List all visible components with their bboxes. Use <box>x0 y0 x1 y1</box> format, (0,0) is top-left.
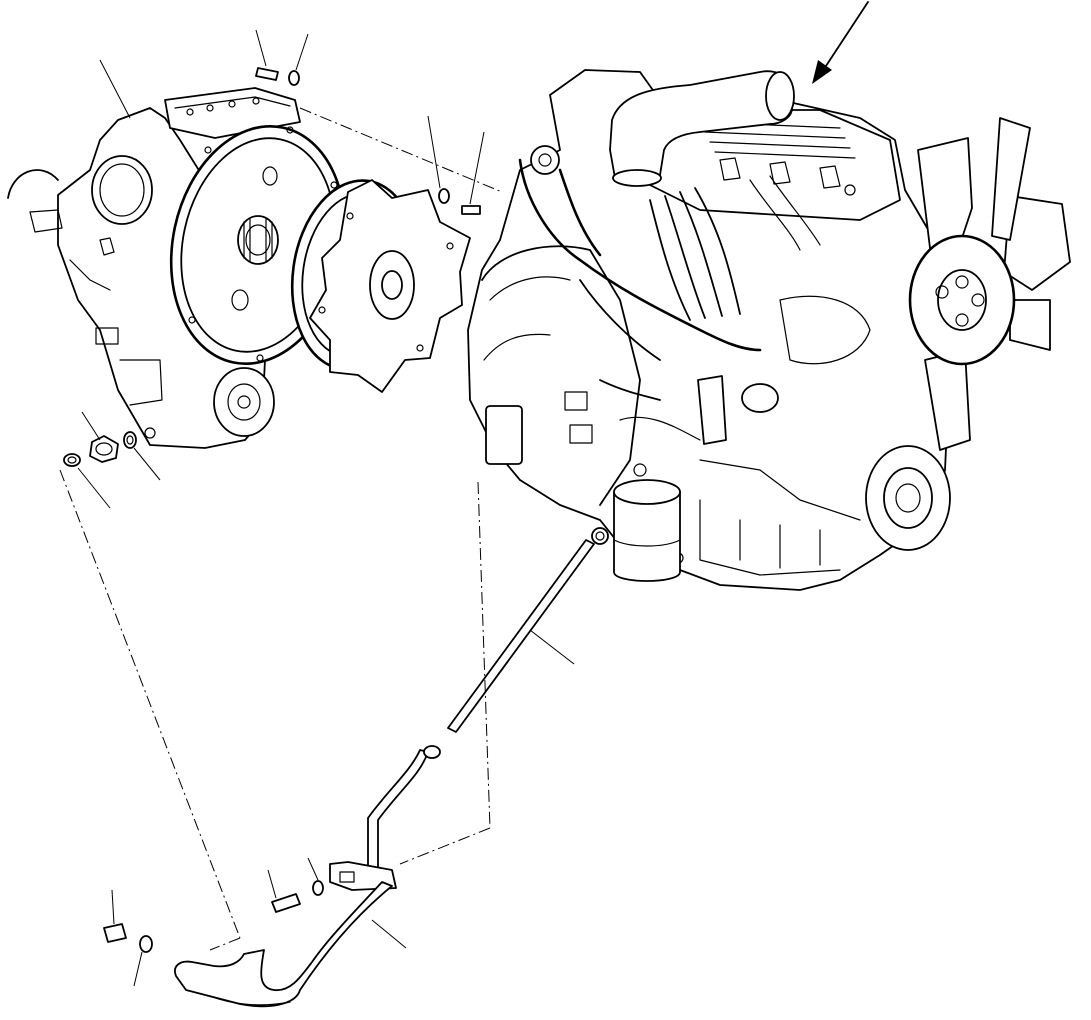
pipe-fitting <box>89 435 119 463</box>
washers <box>139 70 450 953</box>
engine-assembly <box>467 69 961 591</box>
o-rings <box>63 431 137 467</box>
dipstick-guide-tube <box>174 745 441 1008</box>
transmission-assembly <box>7 87 301 449</box>
drive-plate <box>290 179 471 393</box>
oil-dipstick <box>447 527 609 733</box>
oil-filter <box>613 479 681 582</box>
cooling-fan <box>908 117 1071 451</box>
mounting-bolts <box>103 67 481 943</box>
leader-lines <box>77 29 575 987</box>
center-lines <box>59 107 503 951</box>
view-direction-arrow <box>812 1 869 84</box>
exhaust-elbow <box>609 70 795 187</box>
fuel-injection-lines <box>649 175 821 321</box>
